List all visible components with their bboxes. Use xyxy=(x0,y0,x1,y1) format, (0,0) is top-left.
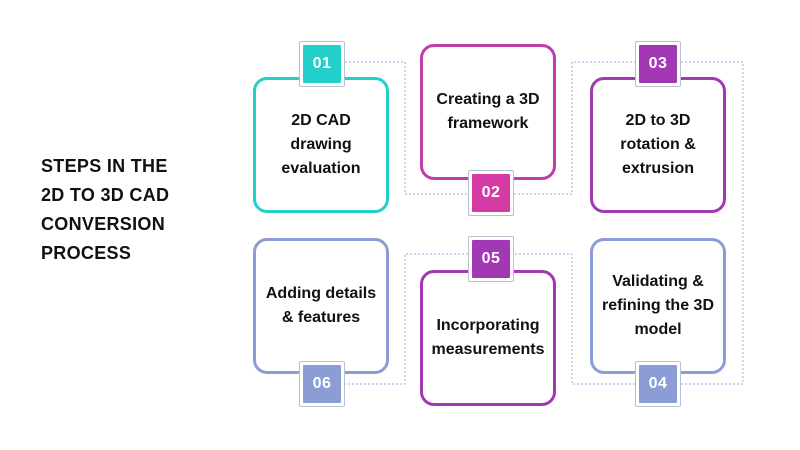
title-line-4: PROCESS xyxy=(41,243,132,263)
step-badge-02: 02 xyxy=(468,170,514,216)
step-number-05: 05 xyxy=(472,240,510,278)
step-number-06: 06 xyxy=(303,365,341,403)
step-badge-01: 01 xyxy=(299,41,345,87)
step-badge-06: 06 xyxy=(299,361,345,407)
step-number-02: 02 xyxy=(472,174,510,212)
step-text-04: Validating & refining the 3D model xyxy=(601,273,714,338)
title-line-3: CONVERSION xyxy=(41,214,166,234)
step-badge-04: 04 xyxy=(635,361,681,407)
step-text-01: 2D CAD drawing evaluation xyxy=(281,112,361,177)
step-card-03: 2D to 3D rotation & extrusion xyxy=(590,77,726,213)
step-card-04: Validating & refining the 3D model xyxy=(590,238,726,374)
diagram-title: STEPS IN THE 2D TO 3D CAD CONVERSION PRO… xyxy=(41,152,216,268)
title-line-2: 2D TO 3D CAD xyxy=(41,185,170,205)
step-number-03: 03 xyxy=(639,45,677,83)
step-text-02: Creating a 3D framework xyxy=(436,91,540,132)
step-card-06: Adding details & features xyxy=(253,238,389,374)
step-card-05: Incorporating measurements xyxy=(420,270,556,406)
step-card-01: 2D CAD drawing evaluation xyxy=(253,77,389,213)
step-badge-03: 03 xyxy=(635,41,681,87)
title-line-1: STEPS IN THE xyxy=(41,156,168,176)
step-number-01: 01 xyxy=(303,45,341,83)
step-text-03: 2D to 3D rotation & extrusion xyxy=(620,112,696,177)
step-number-04: 04 xyxy=(639,365,677,403)
step-card-02: Creating a 3D framework xyxy=(420,44,556,180)
step-badge-05: 05 xyxy=(468,236,514,282)
step-text-06: Adding details & features xyxy=(265,285,377,326)
step-text-05: Incorporating measurements xyxy=(431,317,545,358)
